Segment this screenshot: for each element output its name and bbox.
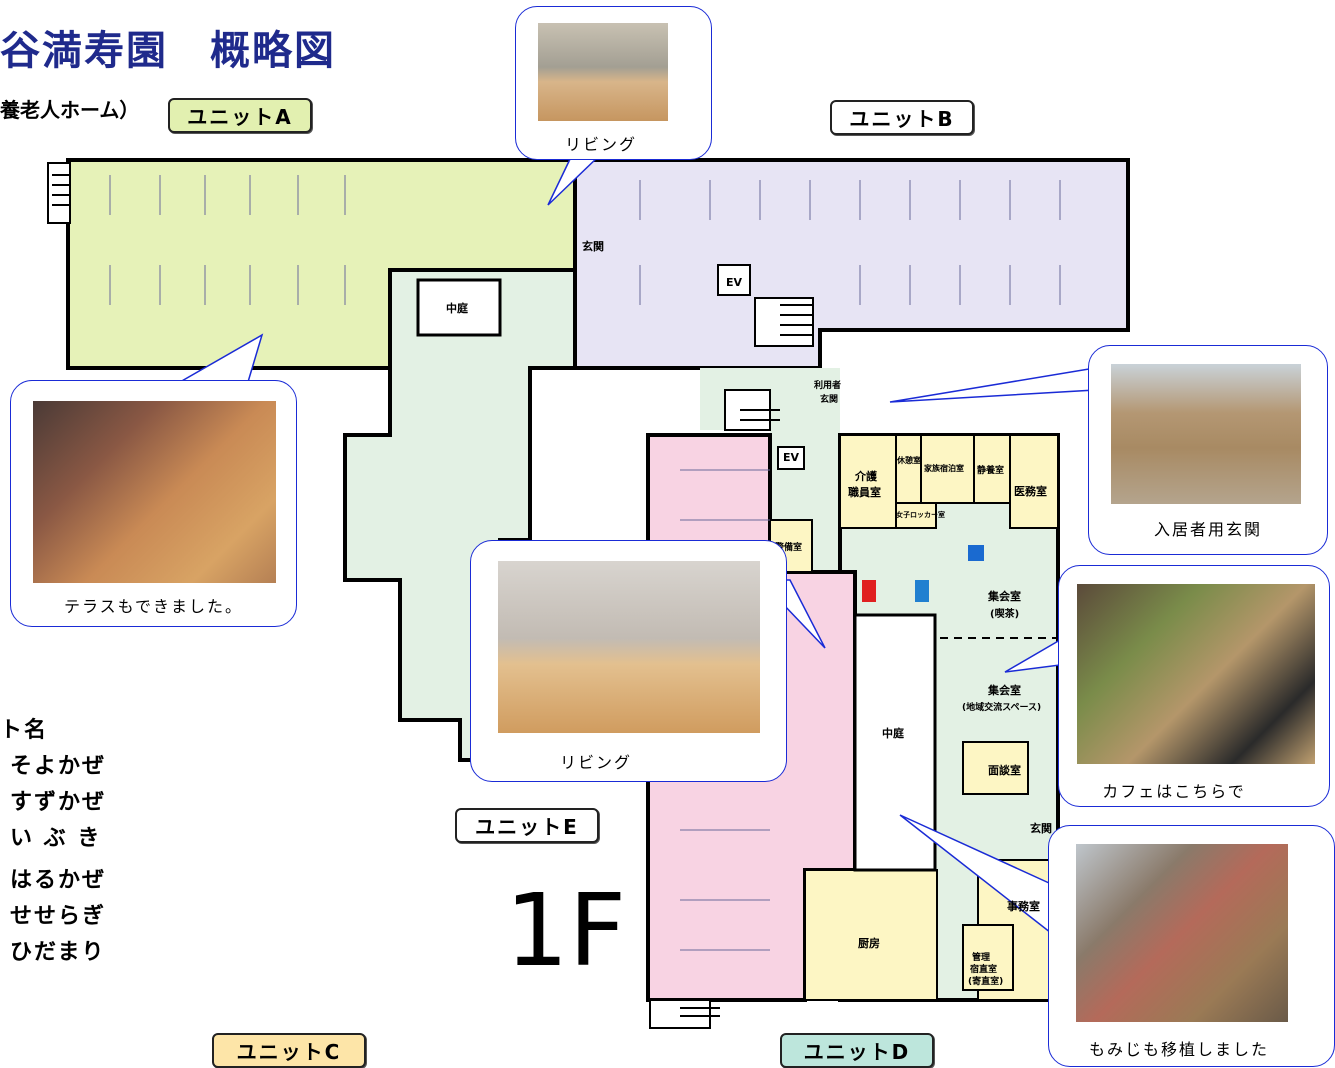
room-kazoku: 家族宿泊室	[924, 464, 964, 473]
unit-d-tag: ユニットD	[780, 1033, 934, 1068]
unit-list-item: すずかぜ	[10, 790, 107, 815]
room-kyuukei: 休憩室	[897, 456, 921, 465]
toilet-male-icon	[915, 580, 929, 602]
room-kaigo-1: 介護	[855, 470, 877, 483]
momiji-photo	[1076, 844, 1288, 1022]
living-center-photo	[498, 561, 760, 733]
unit-a-tag: ユニットA	[168, 98, 312, 133]
room-nakaniwa-2: 中庭	[882, 727, 904, 740]
caption-cafe: カフェはこちらで	[1102, 782, 1246, 801]
room-kanri-3: (寄直室)	[968, 977, 1004, 987]
unit-e-tag: ユニットE	[455, 808, 599, 843]
room-kaigo-2: 職員室	[848, 486, 881, 499]
svg-text:1F: 1F	[505, 872, 626, 989]
living-photo	[538, 23, 668, 121]
room-kanri-2: 宿直室	[970, 965, 998, 975]
callout-momiji: もみじも移植しました	[1048, 825, 1335, 1067]
unit-list-item: はるかぜ	[10, 868, 107, 893]
unit-list-item: せせらぎ	[10, 904, 107, 929]
room-shuukai-2a: 集会室	[988, 684, 1021, 697]
unit-b-tag: ユニットB	[830, 100, 974, 135]
cafe-photo	[1077, 584, 1315, 764]
room-ev-1: EV	[726, 276, 743, 289]
room-genkan-right: 玄関	[1030, 822, 1052, 835]
callout-entrance: 入居者用玄関	[1088, 345, 1328, 555]
room-keibi: 警備室	[775, 543, 803, 553]
unit-b-area	[573, 158, 1130, 370]
caption-entrance: 入居者用玄関	[1153, 520, 1262, 539]
caption-living-center: リビング	[559, 753, 632, 772]
caption-living-top: リビング	[564, 135, 637, 154]
room-imu: 医務室	[1014, 485, 1047, 498]
room-jimu: 事務室	[1007, 900, 1040, 913]
room-riyousha-1: 利用者	[814, 381, 842, 391]
room-kanri-1: 管理	[972, 953, 991, 963]
caption-terrace: テラスもできました。	[63, 597, 244, 616]
room-joshi: 女子ロッカー室	[896, 511, 945, 519]
entrance-photo	[1111, 364, 1301, 504]
room-mendan: 面談室	[988, 764, 1021, 777]
room-chuubou: 厨房	[858, 937, 880, 950]
unit-list-heading: ト名	[0, 718, 49, 743]
room-nakaniwa-1: 中庭	[446, 302, 468, 315]
unit-list-item: い ぶ き	[10, 826, 102, 851]
page-title: 谷満寿園 概略図	[0, 28, 336, 74]
unit-list-item: ひだまり	[10, 940, 106, 965]
wheelchair-icon	[968, 545, 984, 561]
page-subtitle: 養老人ホーム）	[0, 98, 140, 122]
unit-c-tag: ユニットC	[212, 1033, 366, 1068]
callout-living-center: リビング	[470, 540, 787, 782]
room-shuukai-1a: 集会室	[988, 590, 1021, 603]
toilet-female-icon	[862, 580, 876, 602]
room-ev-2: EV	[783, 451, 800, 464]
caption-momiji: もみじも移植しました	[1088, 1040, 1269, 1059]
room-shuukai-1b: (喫茶)	[990, 609, 1020, 620]
callout-terrace: テラスもできました。	[10, 380, 297, 627]
room-seiyou: 静養室	[977, 466, 1005, 476]
room-shuukai-2b: (地域交流スペース)	[962, 703, 1042, 713]
callout-cafe: カフェはこちらで	[1058, 565, 1330, 807]
terrace-photo	[33, 401, 276, 583]
callout-living-top: リビング	[515, 6, 712, 160]
room-riyousha-2: 玄関	[820, 395, 839, 405]
corridor-area	[343, 268, 577, 762]
unit-list-item: そよかぜ	[10, 754, 107, 779]
room-genkan-top: 玄関	[582, 240, 604, 253]
